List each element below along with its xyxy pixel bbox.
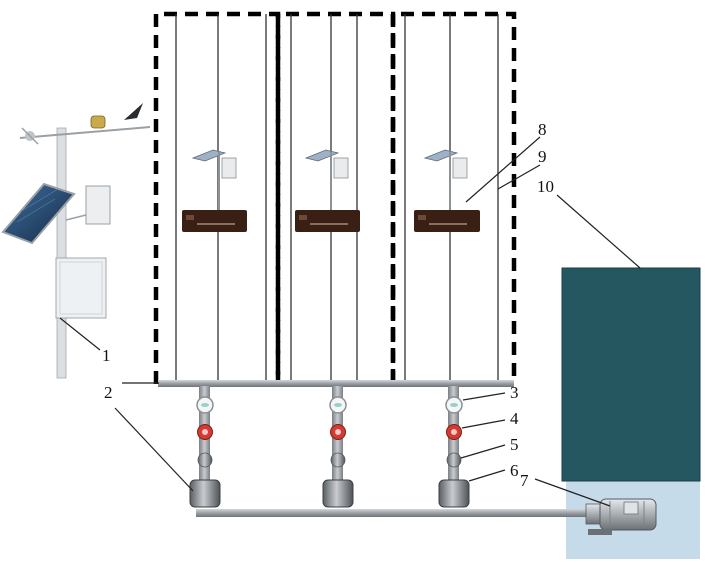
control-cabinet xyxy=(55,257,107,319)
valve-assembly-1 xyxy=(189,386,221,508)
field-controller xyxy=(414,210,480,232)
mini-solar-panel xyxy=(191,149,227,162)
field-controller xyxy=(182,210,247,232)
sensor-box xyxy=(452,157,468,179)
zone-borders xyxy=(153,11,517,384)
weather-mast xyxy=(56,127,67,379)
label-1: 1 xyxy=(102,346,111,365)
distribution-pipe xyxy=(158,380,514,387)
zone-border-3 xyxy=(390,11,517,384)
sensor-station-1 xyxy=(182,149,247,232)
leader-5 xyxy=(460,444,506,459)
label-6: 6 xyxy=(510,461,519,480)
label-7: 7 xyxy=(520,471,529,490)
zone-border-1 xyxy=(153,11,281,384)
leader-8 xyxy=(465,136,541,203)
sensor-station-3 xyxy=(414,149,480,232)
main-supply-pipe xyxy=(196,509,596,517)
mini-solar-panel xyxy=(304,149,340,162)
zone-border-2 xyxy=(275,11,396,384)
leader-9 xyxy=(497,164,541,190)
leader-1 xyxy=(59,317,101,351)
label-9: 9 xyxy=(538,147,547,166)
rain-gauge-icon xyxy=(90,115,106,129)
leader-2b xyxy=(114,407,194,492)
leader-4 xyxy=(461,419,506,429)
label-8: 8 xyxy=(538,120,547,139)
weather-station xyxy=(1,103,151,379)
valve-assembly-3 xyxy=(438,386,470,508)
valve-assembly-2 xyxy=(322,386,354,508)
leader-lines xyxy=(59,136,641,507)
label-10: 10 xyxy=(537,177,554,196)
label-5: 5 xyxy=(510,435,519,454)
check-valve-icon xyxy=(197,452,213,468)
leader-7 xyxy=(534,478,611,507)
filter-icon xyxy=(322,479,354,508)
leader-6 xyxy=(468,469,506,482)
leader-3 xyxy=(462,392,506,401)
water-tank xyxy=(561,267,701,482)
wind-vane-icon xyxy=(124,103,143,120)
check-valve-icon xyxy=(446,452,462,468)
sensor-station-2 xyxy=(295,149,360,232)
solar-panel xyxy=(1,182,76,245)
check-valve-icon xyxy=(330,452,346,468)
filter-icon xyxy=(438,479,470,508)
label-2: 2 xyxy=(104,383,113,402)
leader-10 xyxy=(556,194,641,269)
mini-solar-panel xyxy=(423,149,459,162)
sensor-box xyxy=(333,157,349,179)
pump-motor xyxy=(585,498,657,535)
radiation-shield xyxy=(85,185,111,225)
filter-icon xyxy=(189,479,221,508)
sensor-box xyxy=(221,157,237,179)
label-3: 3 xyxy=(510,383,519,402)
field-controller xyxy=(295,210,360,232)
label-4: 4 xyxy=(510,409,519,428)
